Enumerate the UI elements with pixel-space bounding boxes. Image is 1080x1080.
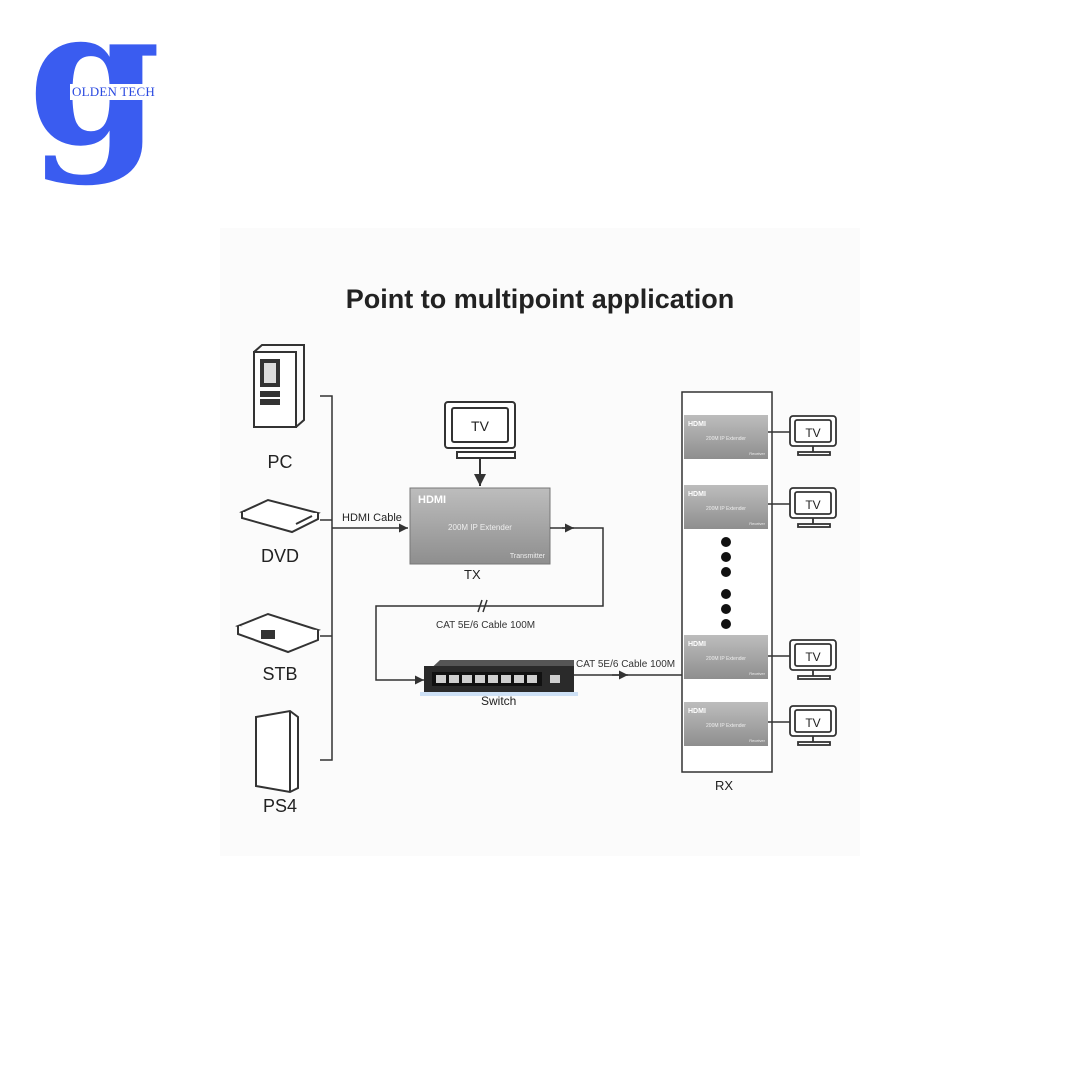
- rx-model: 200M IP Extender: [706, 506, 746, 512]
- rx-device-3: HDMI 200M IP Extender Receiver: [684, 635, 768, 679]
- rx-model: 200M IP Extender: [706, 723, 746, 729]
- stb-icon: [235, 612, 321, 654]
- tx-model: 200M IP Extender: [448, 523, 512, 532]
- rx-device-4: HDMI 200M IP Extender Receiver: [684, 702, 768, 746]
- rx-label: RX: [715, 778, 734, 793]
- tv-icon-rx-4: [789, 705, 837, 746]
- rx-model: 200M IP Extender: [706, 656, 746, 662]
- tv-icon-rx-1: [789, 415, 837, 456]
- pc-icon: [253, 344, 305, 428]
- rx-model: 200M IP Extender: [706, 436, 746, 442]
- rx-device-2: HDMI 200M IP Extender Receiver: [684, 485, 768, 529]
- source-label-dvd: DVD: [260, 546, 299, 566]
- tv-label-rx-1: TV: [805, 426, 820, 440]
- source-bracket: [320, 395, 408, 761]
- dvd-icon: [239, 498, 321, 534]
- tv-label-rx-3: TV: [805, 650, 820, 664]
- tv-label-rx-2: TV: [805, 498, 820, 512]
- rx-device-1: HDMI 200M IP Extender Receiver: [684, 415, 768, 459]
- ellipsis-dots: [721, 537, 731, 629]
- rx-role: Receiver: [749, 671, 765, 676]
- cat-cable-label-2: CAT 5E/6 Cable 100M: [576, 659, 676, 670]
- tv-label-tx: TV: [471, 418, 490, 434]
- tv-label-rx-4: TV: [805, 716, 820, 730]
- tx-role: Transmitter: [510, 553, 546, 560]
- cat-cable-label-1: CAT 5E/6 Cable 100M: [436, 620, 536, 631]
- diagram-title: Point to multipoint application: [345, 284, 735, 314]
- rx-role: Receiver: [749, 738, 765, 743]
- rx-role: Receiver: [749, 521, 765, 526]
- tx-label: TX: [464, 567, 481, 582]
- tx-brand: HDMI: [418, 494, 446, 506]
- tv-icon-tx: [444, 401, 516, 486]
- rx-brand: HDMI: [688, 491, 706, 498]
- hdmi-cable-label: HDMI Cable: [342, 512, 402, 524]
- logo-text: OLDEN TECH: [70, 84, 158, 100]
- tv-icon-rx-3: [789, 639, 837, 680]
- switch-device: [420, 660, 578, 696]
- rx-brand: HDMI: [688, 641, 706, 648]
- tx-to-switch-line: [375, 523, 604, 685]
- switch-label: Switch: [481, 694, 517, 708]
- tv-icon-rx-2: [789, 487, 837, 528]
- source-label-ps4: PS4: [262, 796, 298, 816]
- tx-device: HDMI 200M IP Extender Transmitter: [409, 487, 551, 565]
- rx-role: Receiver: [749, 451, 765, 456]
- source-label-pc: PC: [267, 452, 293, 472]
- rx-brand: HDMI: [688, 708, 706, 715]
- rx-tv-connectors: [768, 431, 790, 723]
- ps4-icon: [255, 709, 299, 794]
- rx-brand: HDMI: [688, 421, 706, 428]
- source-label-stb: STB: [262, 664, 298, 684]
